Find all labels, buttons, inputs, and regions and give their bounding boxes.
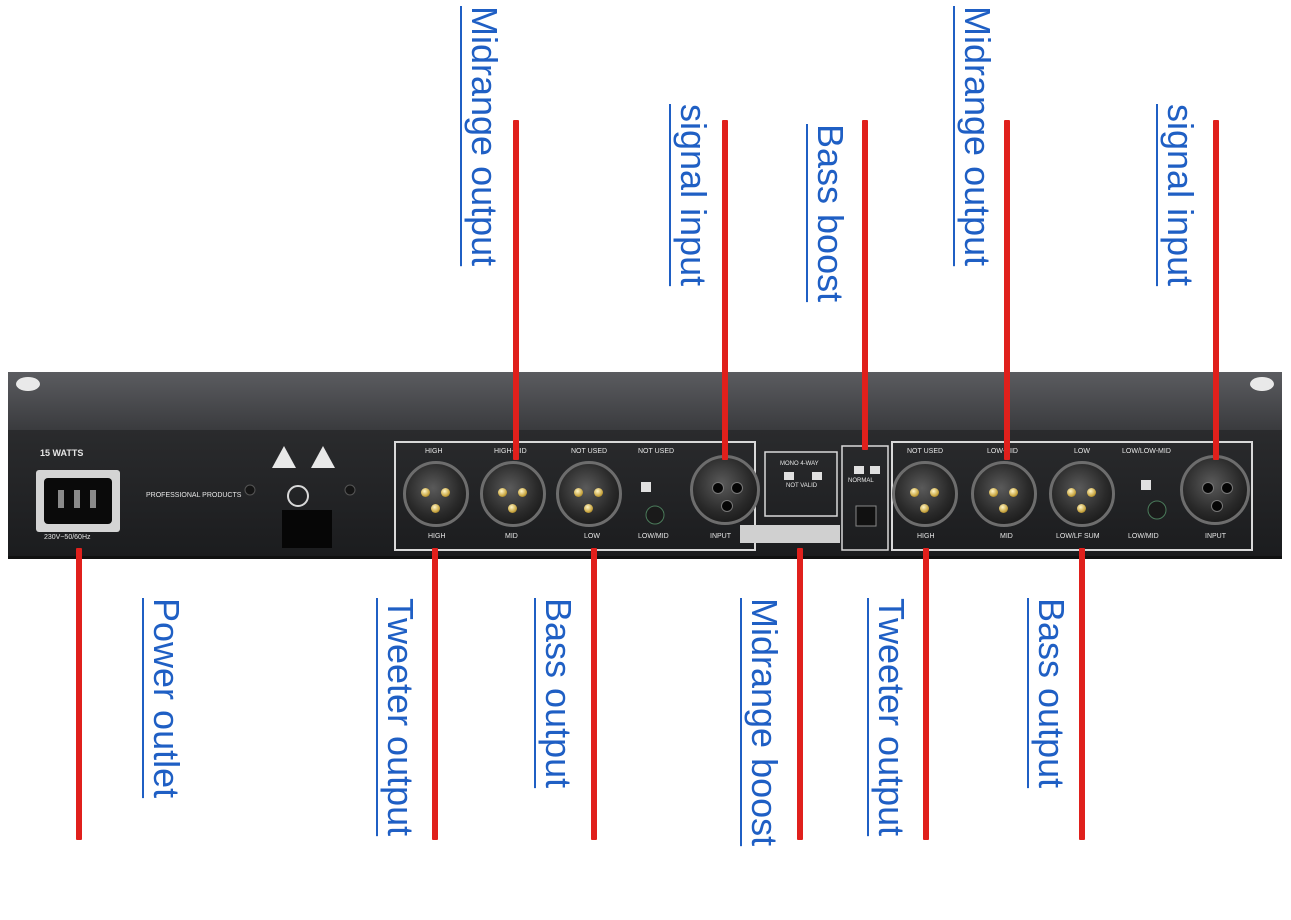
callout-signal-input: signal input xyxy=(673,104,714,287)
port-label: HIGH xyxy=(425,448,443,455)
rack-ear-hole-right xyxy=(1250,377,1274,391)
leader-line xyxy=(1079,548,1085,840)
port-label: LOW/LF SUM xyxy=(1056,533,1100,540)
screw xyxy=(344,484,356,496)
port-label: NOT USED xyxy=(907,448,944,455)
port-label: HIGH xyxy=(428,533,446,540)
warning-triangle-icon xyxy=(311,446,335,468)
leader-line xyxy=(432,548,438,840)
ground-lift-switch xyxy=(1147,500,1167,520)
port-label: LOW/LOW-MID xyxy=(1122,448,1171,455)
port-label: NOT USED xyxy=(571,448,608,455)
xlr-input-a[interactable] xyxy=(690,455,760,525)
port-label: MID xyxy=(1000,533,1013,540)
callout-tweeter-output: Tweeter output xyxy=(380,598,421,837)
leader-line xyxy=(923,548,929,840)
rack-top-surface xyxy=(8,372,1282,430)
port-label: NOT USED xyxy=(638,448,675,455)
callout-midrange-boost: Midrange boost xyxy=(744,598,785,847)
certification-logo xyxy=(287,485,309,507)
callout-signal-input: signal input xyxy=(1160,104,1201,287)
serial-label xyxy=(282,510,332,548)
leader-line xyxy=(1004,120,1010,460)
ground-lift-switch xyxy=(645,505,665,525)
leader-line xyxy=(76,548,82,840)
power-rating: 15 WATTS xyxy=(40,448,84,458)
xlr-output-low-a[interactable] xyxy=(556,461,622,527)
port-label: LOW-MID xyxy=(987,448,1018,455)
leader-line xyxy=(591,548,597,840)
callout-midrange-output: Midrange output xyxy=(957,6,998,267)
port-label: LOW/MID xyxy=(638,533,669,540)
mode-panel xyxy=(764,451,838,517)
screw xyxy=(244,484,256,496)
callout-bass-boost: Bass boost xyxy=(810,124,851,303)
xlr-output-highmid-a[interactable] xyxy=(480,461,546,527)
xlr-output-high-a[interactable] xyxy=(403,461,469,527)
leader-line xyxy=(513,120,519,460)
brand-line: PROFESSIONAL PRODUCTS xyxy=(146,492,242,499)
bass-boost-switch xyxy=(855,505,877,527)
xlr-output-high-b[interactable] xyxy=(892,461,958,527)
mode-label: NOT VALID xyxy=(786,483,818,489)
leader-line xyxy=(1213,120,1219,460)
power-voltage: 230V~50/60Hz xyxy=(44,534,91,541)
port-label: LOW xyxy=(1074,448,1090,455)
mode-label: MONO 4-WAY xyxy=(780,461,819,467)
callout-power-outlet: Power outlet xyxy=(146,598,187,799)
callout-midrange-output: Midrange output xyxy=(464,6,505,267)
port-label: LOW xyxy=(584,533,600,540)
rack-unit xyxy=(8,372,1282,559)
warning-triangle-icon xyxy=(272,446,296,468)
switch-label: NORMAL xyxy=(848,478,874,484)
leader-line xyxy=(862,120,868,450)
xlr-output-mid-b[interactable] xyxy=(971,461,1037,527)
xlr-output-low-b[interactable] xyxy=(1049,461,1115,527)
stereo-label xyxy=(740,525,840,543)
port-label: INPUT xyxy=(710,533,731,540)
callout-tweeter-output: Tweeter output xyxy=(871,598,912,837)
xlr-input-b[interactable] xyxy=(1180,455,1250,525)
port-label: LOW/MID xyxy=(1128,533,1159,540)
rack-ear-hole-left xyxy=(16,377,40,391)
leader-line xyxy=(722,120,728,460)
port-label: HIGH xyxy=(917,533,935,540)
leader-line xyxy=(797,548,803,840)
port-label: MID xyxy=(505,533,518,540)
port-label: INPUT xyxy=(1205,533,1226,540)
port-label: HIGH-MID xyxy=(494,448,527,455)
callout-bass-output: Bass output xyxy=(1031,598,1072,789)
callout-bass-output: Bass output xyxy=(538,598,579,789)
